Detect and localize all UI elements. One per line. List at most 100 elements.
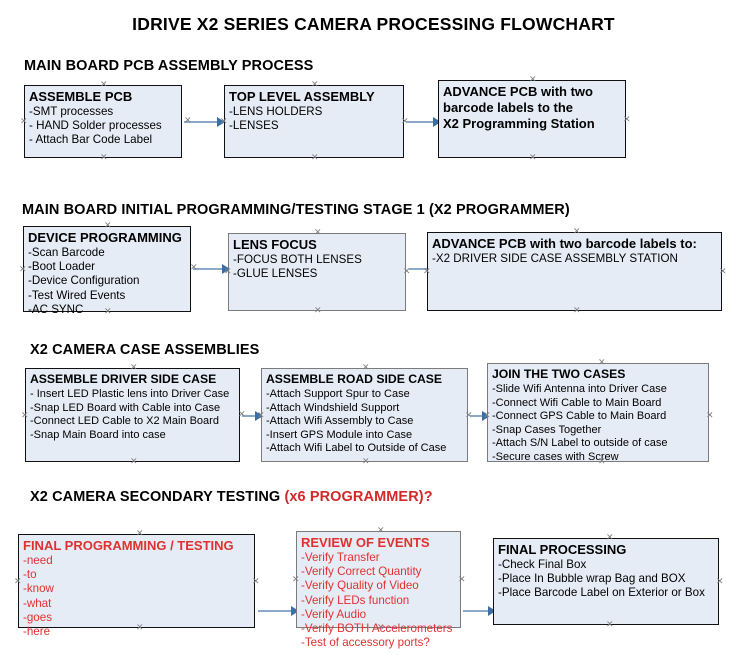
handle-marker[interactable] xyxy=(104,223,111,230)
handle-marker[interactable] xyxy=(716,579,723,586)
box-item: -SMT processes xyxy=(29,105,114,118)
box-final-programming-testing[interactable]: FINAL PROGRAMMING / TESTING -need -to -k… xyxy=(18,531,255,638)
box-item: -to xyxy=(23,568,37,582)
box-item: -Attach Wifi Assembly to Case xyxy=(266,415,414,428)
handle-marker[interactable] xyxy=(104,309,111,316)
handle-marker[interactable] xyxy=(529,155,536,162)
handle-marker[interactable] xyxy=(483,413,490,420)
box-item: X2 Programming Station xyxy=(443,116,595,131)
handle-marker[interactable] xyxy=(362,365,369,372)
box-item: -Slide Wifi Antenna into Driver Case xyxy=(492,383,667,395)
box-item: -Test Wired Events xyxy=(28,288,126,302)
box-header: DEVICE PROGRAMMING xyxy=(28,230,182,245)
handle-marker[interactable] xyxy=(21,413,28,420)
box-header: ASSEMBLE PCB xyxy=(29,89,133,104)
box-item: -Verify Transfer xyxy=(301,551,380,564)
handle-marker[interactable] xyxy=(252,579,259,586)
box-item: -Snap Main Board into case xyxy=(30,428,166,441)
section-heading-2-label: MAIN BOARD INITIAL PROGRAMMING/TESTING S… xyxy=(22,202,570,218)
box-item: -Attach Windshield Support xyxy=(266,401,400,414)
section-heading-4-label: X2 CAMERA SECONDARY TESTING xyxy=(30,489,285,505)
box-header: REVIEW OF EVENTS xyxy=(301,535,430,550)
box-assemble-pcb[interactable]: ASSEMBLE PCB -SMT processes - HAND Solde… xyxy=(24,85,182,158)
box-header: ASSEMBLE DRIVER SIDE CASE xyxy=(30,372,217,386)
box-header: FINAL PROCESSING xyxy=(498,542,627,557)
box-item: -Place In Bubble wrap Bag and BOX xyxy=(498,572,686,586)
handle-marker[interactable] xyxy=(136,625,143,632)
box-item: - HAND Solder processes xyxy=(29,119,162,133)
box-item: -need xyxy=(23,554,53,567)
box-header: LENS FOCUS xyxy=(233,237,317,252)
box-final-processing[interactable]: FINAL PROCESSING -Check Final Box -Place… xyxy=(493,538,719,625)
box-item: barcode labels to the xyxy=(443,100,574,115)
box-item: -Secure cases with Screw xyxy=(492,450,619,463)
box-advance-pcb-driver-side-case[interactable]: ADVANCE PCB with two barcode labels to: … xyxy=(427,232,722,311)
handle-marker[interactable] xyxy=(311,82,318,89)
handle-marker[interactable] xyxy=(184,118,191,125)
box-top-level-assembly[interactable]: TOP LEVEL ASSEMBLY -LENS HOLDERS -LENSES xyxy=(224,85,404,158)
box-lens-focus[interactable]: LENS FOCUS -FOCUS BOTH LENSES -GLUE LENS… xyxy=(228,233,406,311)
box-item: -Attach Support Spur to Case xyxy=(266,388,410,400)
box-review-of-events[interactable]: REVIEW OF EVENTS -Verify Transfer -Verif… xyxy=(296,528,461,649)
handle-marker[interactable] xyxy=(130,459,137,466)
handle-marker[interactable] xyxy=(19,267,26,274)
handle-marker[interactable] xyxy=(403,269,410,276)
handle-marker[interactable] xyxy=(719,269,726,276)
section-heading-1-label: MAIN BOARD PCB ASSEMBLY PROCESS xyxy=(24,58,314,74)
box-header: FINAL PROGRAMMING / TESTING xyxy=(23,538,234,553)
connector-arrow-4a xyxy=(258,606,299,616)
handle-marker[interactable] xyxy=(606,535,613,542)
box-item: -Verify Audio xyxy=(301,607,367,621)
handle-marker[interactable] xyxy=(190,265,197,272)
handle-marker[interactable] xyxy=(598,360,605,367)
page-title: IDRIVE X2 SERIES CAMERA PROCESSING FLOWC… xyxy=(132,14,615,34)
handle-marker[interactable] xyxy=(529,77,536,84)
handle-marker[interactable] xyxy=(220,119,227,126)
handle-marker[interactable] xyxy=(598,459,605,466)
box-item: -LENS HOLDERS xyxy=(229,105,323,118)
box-item: - Insert LED Plastic lens into Driver Ca… xyxy=(30,388,230,400)
handle-marker[interactable] xyxy=(100,155,107,162)
box-item: -know xyxy=(23,582,54,596)
box-item: -what xyxy=(23,596,52,610)
box-join-the-two-cases[interactable]: JOIN THE TWO CASES -Slide Wifi Antenna i… xyxy=(487,360,709,463)
handle-marker[interactable] xyxy=(314,230,321,237)
handle-marker[interactable] xyxy=(224,269,231,276)
handle-marker[interactable] xyxy=(423,269,430,276)
handle-marker[interactable] xyxy=(573,308,580,315)
section-heading-4-accent: (x6 PROGRAMMER)? xyxy=(284,489,433,505)
handle-marker[interactable] xyxy=(706,413,713,420)
handle-marker[interactable] xyxy=(377,528,384,535)
handle-marker[interactable] xyxy=(377,625,384,632)
handle-marker[interactable] xyxy=(100,82,107,89)
box-item: -Snap LED Board with Cable into Case xyxy=(30,401,221,414)
box-item: -Verify LEDs function xyxy=(301,593,410,607)
box-item: - Attach Bar Code Label xyxy=(29,133,153,147)
handle-marker[interactable] xyxy=(20,119,27,126)
handle-marker[interactable] xyxy=(573,229,580,236)
handle-marker[interactable] xyxy=(136,531,143,538)
box-item: -AC SYNC xyxy=(28,302,84,316)
box-item: -FOCUS BOTH LENSES xyxy=(233,253,362,266)
handle-marker[interactable] xyxy=(314,308,321,315)
box-item: -Attach S/N Label to outside of case xyxy=(492,437,668,450)
handle-marker[interactable] xyxy=(292,577,299,584)
handle-marker[interactable] xyxy=(606,622,613,629)
box-device-programming[interactable]: DEVICE PROGRAMMING -Scan Barcode -Boot L… xyxy=(23,223,191,316)
handle-marker[interactable] xyxy=(311,155,318,162)
handle-marker[interactable] xyxy=(14,579,21,586)
handle-marker[interactable] xyxy=(458,577,465,584)
box-advance-pcb-programming-station[interactable]: ADVANCE PCB with two barcode labels to t… xyxy=(438,80,626,158)
handle-marker[interactable] xyxy=(623,117,630,124)
handle-marker[interactable] xyxy=(238,412,245,419)
handle-marker[interactable] xyxy=(130,365,137,372)
box-assemble-road-side-case[interactable]: ASSEMBLE ROAD SIDE CASE -Attach Support … xyxy=(261,368,468,462)
box-header: JOIN THE TWO CASES xyxy=(492,367,626,381)
box-assemble-driver-side-case[interactable]: ASSEMBLE DRIVER SIDE CASE - Insert LED P… xyxy=(25,368,240,462)
handle-marker[interactable] xyxy=(362,459,369,466)
handle-marker[interactable] xyxy=(257,413,264,420)
connector-arrow-1b xyxy=(406,117,441,127)
box-item: -Boot Loader xyxy=(28,260,96,274)
box-header: ADVANCE PCB with two barcode labels to: xyxy=(432,236,697,251)
